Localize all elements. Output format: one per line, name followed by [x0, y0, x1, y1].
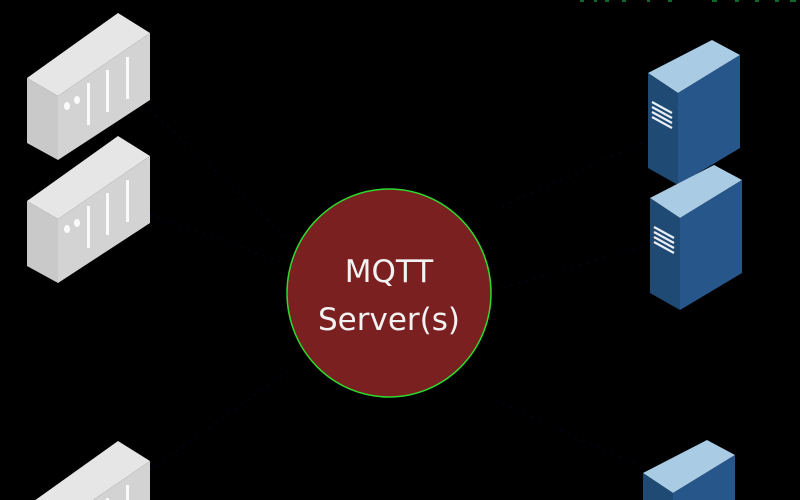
- broker-label-line1: MQTT: [345, 254, 435, 290]
- decorative-dots: [580, 0, 796, 2]
- subscriber-server-3: [641, 438, 737, 500]
- subscriber-server-1: [646, 38, 742, 187]
- connection-lines: [149, 109, 649, 471]
- publisher-server-1: [27, 13, 150, 160]
- publisher-server-2: [27, 136, 150, 283]
- publisher-server-3: [27, 441, 150, 500]
- subscriber-server-2: [648, 163, 744, 312]
- mqtt-broker: MQTT Server(s): [286, 188, 492, 398]
- broker-label-line2: Server(s): [318, 302, 460, 338]
